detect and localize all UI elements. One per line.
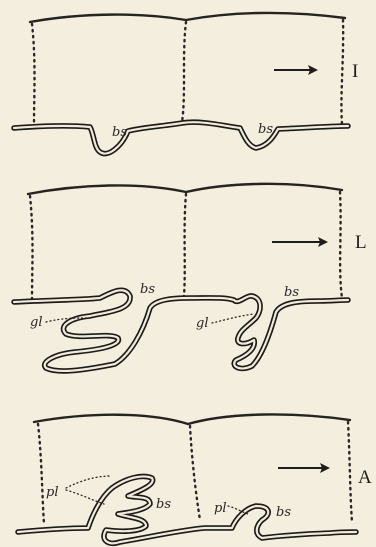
panel-a: pl bs pl bs A [18, 414, 372, 543]
panel-a-segment-line-left [38, 424, 44, 524]
panel-a-pl-left-leader [66, 476, 112, 504]
panel-a-pl-left-label: pl [46, 485, 58, 500]
panel-i-segment-line-mid [182, 22, 186, 122]
panel-a-segment-line-right [348, 422, 352, 522]
panel-a-body-wall-inner [18, 476, 356, 543]
panel-l-segment-line-mid [184, 194, 186, 296]
panel-i-stage-label: I [352, 61, 358, 82]
panel-a-bs-left-label: bs [156, 497, 171, 512]
panel-l-gl-right-label: gl [196, 316, 208, 331]
panel-i-top-outline [30, 13, 345, 22]
panel-i: bs bs I [14, 13, 358, 154]
panel-i-bs-left-label: bs [112, 125, 127, 140]
panel-l-bs-left-label: bs [140, 282, 155, 297]
panel-l-segment-line-right [340, 192, 342, 298]
panel-a-stage-label: A [358, 467, 372, 488]
panel-l-bs-right-label: bs [284, 285, 299, 300]
panel-l-gl-left-label: gl [30, 315, 42, 330]
panel-l: bs gl bs gl L [14, 184, 367, 371]
panel-i-bs-right-label: bs [258, 122, 273, 137]
panel-l-segment-line-left [30, 196, 33, 298]
arrow-right-icon [274, 65, 318, 75]
panel-l-gl-right-leader [212, 314, 254, 323]
arrow-right-icon [278, 463, 330, 473]
panel-l-stage-label: L [355, 232, 367, 253]
panel-a-top-outline [34, 414, 350, 424]
panel-i-segment-line-left [32, 24, 35, 124]
arrow-right-icon [272, 237, 328, 247]
panel-a-pl-right-label: pl [214, 501, 226, 516]
panel-i-segment-line-right [341, 20, 343, 124]
panel-a-bs-right-label: bs [276, 505, 291, 520]
panel-a-segment-line-mid [190, 426, 200, 520]
panel-l-top-outline [28, 184, 342, 194]
